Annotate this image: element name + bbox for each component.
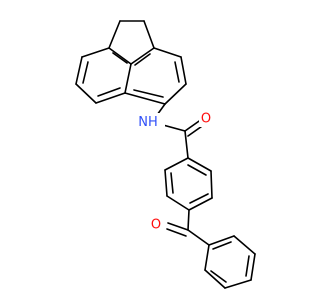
bond <box>245 255 250 277</box>
bond <box>210 270 227 283</box>
molecule-diagram: NH O O <box>75 20 256 289</box>
bond <box>95 92 126 104</box>
bond <box>210 170 213 199</box>
bond <box>187 209 190 231</box>
bond <box>130 47 155 65</box>
bond <box>167 222 189 231</box>
bond <box>166 195 190 211</box>
bond <box>112 52 128 64</box>
bond <box>75 83 97 104</box>
bond <box>124 63 132 94</box>
ketone-oxygen-label: O <box>151 218 161 233</box>
bond <box>250 253 256 281</box>
bond <box>164 83 187 105</box>
bond <box>170 172 174 194</box>
amide-nitrogen-hydrogen: H <box>148 115 158 130</box>
bond <box>189 193 209 204</box>
bond <box>108 20 121 49</box>
bond <box>208 235 235 246</box>
bond <box>153 47 182 58</box>
amide-oxygen-label: O <box>201 112 211 127</box>
bond <box>108 47 132 65</box>
bond <box>82 61 89 84</box>
bond <box>164 157 189 171</box>
bond <box>166 228 187 237</box>
atom-label-background <box>141 113 165 130</box>
bond <box>81 47 110 58</box>
amide-nitrogen-label: NH <box>138 115 158 130</box>
bond <box>134 53 151 66</box>
atom-label-background <box>149 217 163 233</box>
bond <box>204 269 226 289</box>
bond <box>184 130 189 159</box>
bond <box>164 169 168 197</box>
bond <box>212 241 232 250</box>
bond <box>233 235 256 255</box>
bond <box>187 157 212 172</box>
atom-label-background <box>199 111 213 127</box>
bond <box>75 56 83 85</box>
atom-labels: NH O O <box>138 111 213 233</box>
bond <box>187 229 210 246</box>
bond <box>204 244 210 271</box>
bond <box>97 87 121 97</box>
bond <box>180 56 187 85</box>
amide-nitrogen-symbol: N <box>138 115 148 130</box>
bond <box>133 89 164 98</box>
bond <box>174 61 180 83</box>
bond <box>224 279 252 289</box>
bond-layer <box>75 20 256 289</box>
bond <box>143 20 155 49</box>
bond <box>124 92 166 105</box>
bond <box>187 164 207 176</box>
bond <box>188 197 213 211</box>
